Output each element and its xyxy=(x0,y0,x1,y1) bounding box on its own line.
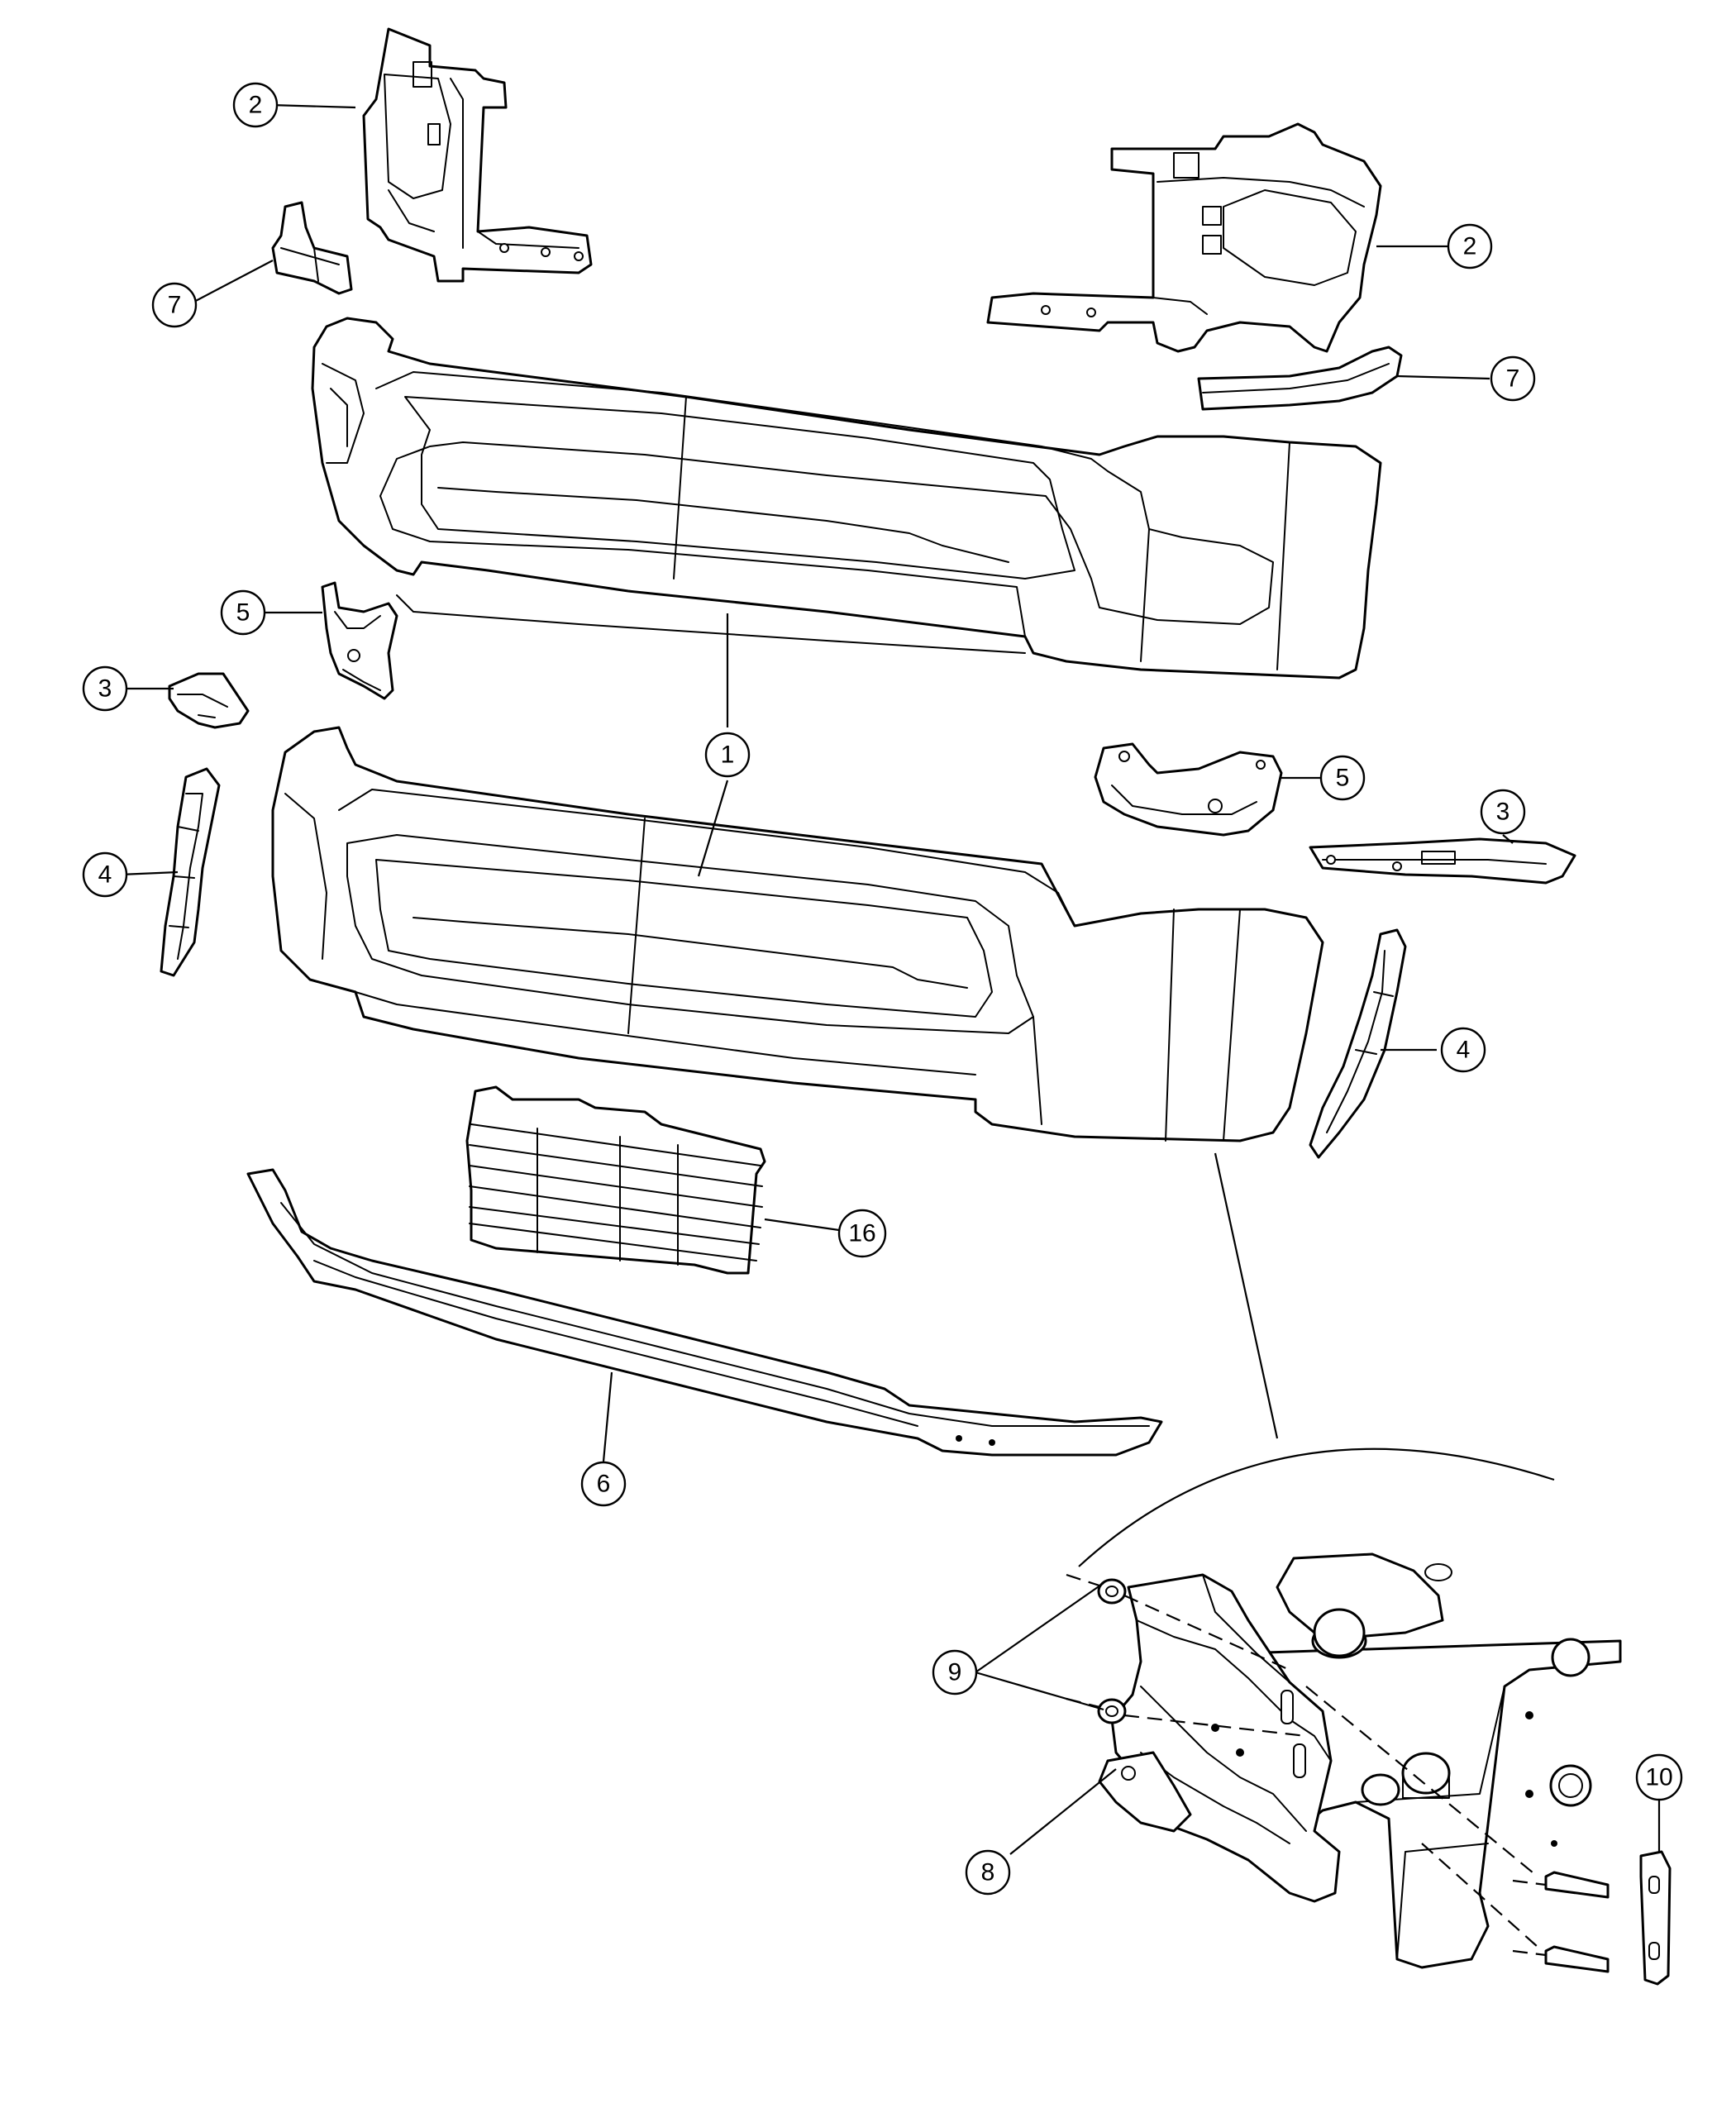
right-bumper-side-bracket xyxy=(1309,928,1407,1159)
callout-9-label: 9 xyxy=(948,1659,962,1686)
lower-front-valance xyxy=(246,1168,1163,1457)
flange-nut-lower xyxy=(1097,1698,1127,1724)
callout-5-right: 5 xyxy=(1319,755,1366,801)
callout-4-left: 4 xyxy=(82,851,128,898)
callout-9: 9 xyxy=(932,1649,978,1695)
callout-8-label: 8 xyxy=(981,1859,995,1886)
callout-leaders xyxy=(119,103,1661,1855)
frame-mount-detail-view xyxy=(1066,1152,1672,1986)
right-bumper-support-bracket xyxy=(1094,742,1283,837)
callout-4-right: 4 xyxy=(1440,1027,1486,1073)
callout-2-left-label: 2 xyxy=(249,92,263,119)
left-bumper-side-bracket xyxy=(160,767,221,977)
callout-8: 8 xyxy=(965,1849,1011,1896)
callout-5-left-label: 5 xyxy=(236,599,250,627)
left-bumper-support-bracket xyxy=(321,581,398,700)
callout-16: 16 xyxy=(837,1209,887,1258)
flange-nut-upper xyxy=(1097,1578,1127,1605)
callout-3-right-label: 3 xyxy=(1496,799,1510,826)
callout-5-right-label: 5 xyxy=(1336,765,1350,792)
callout-7-right: 7 xyxy=(1490,355,1536,402)
callout-16-label: 16 xyxy=(848,1220,875,1247)
lower-front-bumper xyxy=(271,726,1324,1142)
callout-1-label: 1 xyxy=(721,742,735,769)
callout-10-label: 10 xyxy=(1645,1764,1672,1791)
callout-2-right: 2 xyxy=(1447,223,1493,269)
upper-front-bumper xyxy=(311,317,1382,680)
callout-4-right-label: 4 xyxy=(1457,1037,1471,1064)
right-bumper-end-cap-bracket xyxy=(1309,837,1576,885)
callout-3-left-label: 3 xyxy=(98,675,112,703)
callout-1: 1 xyxy=(704,732,751,778)
callout-7-right-label: 7 xyxy=(1506,365,1520,393)
callout-6-label: 6 xyxy=(597,1471,611,1498)
callout-3-left: 3 xyxy=(82,665,128,712)
left-bumper-filler-bracket xyxy=(271,201,353,295)
callout-4-left-label: 4 xyxy=(98,861,112,889)
callout-7-left-label: 7 xyxy=(168,292,182,319)
lower-bumper-grille xyxy=(465,1085,766,1275)
right-bumper-mounting-bracket xyxy=(986,122,1382,353)
right-bumper-filler-bracket xyxy=(1197,346,1403,411)
callout-5-left: 5 xyxy=(220,589,266,636)
callout-7-left: 7 xyxy=(151,282,198,328)
left-bumper-mounting-bracket xyxy=(362,27,593,283)
callout-3-right: 3 xyxy=(1480,789,1526,835)
callout-2-left: 2 xyxy=(232,82,279,128)
callout-10: 10 xyxy=(1635,1753,1683,1801)
callout-6: 6 xyxy=(580,1461,627,1507)
left-bumper-end-cap-bracket xyxy=(168,672,250,729)
callout-2-right-label: 2 xyxy=(1463,233,1477,260)
